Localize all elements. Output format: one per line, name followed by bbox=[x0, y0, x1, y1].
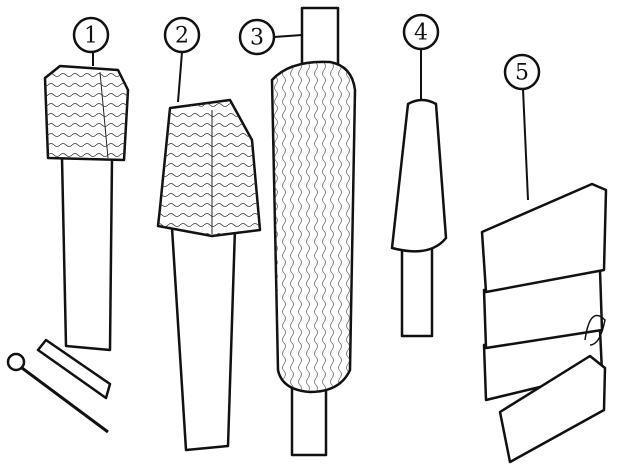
callout-label: 4 bbox=[414, 21, 428, 46]
part-1-mallet-head-with-shaft bbox=[43, 64, 130, 352]
callout-5: 5 bbox=[503, 53, 541, 201]
part-2-tapered-head-with-shaft bbox=[156, 98, 262, 452]
part-5-stacked-blocks bbox=[480, 182, 608, 464]
wedge-small bbox=[36, 338, 112, 400]
callout-label: 1 bbox=[84, 24, 98, 49]
callout-3: 3 bbox=[238, 18, 303, 56]
callout-label: 3 bbox=[250, 26, 264, 51]
part-4-tapered-peg bbox=[390, 98, 448, 338]
artist-signature bbox=[584, 314, 606, 346]
callout-2: 2 bbox=[163, 16, 201, 103]
callout-4: 4 bbox=[402, 13, 440, 100]
pin-with-ring bbox=[6, 352, 109, 434]
callout-label: 5 bbox=[515, 61, 529, 86]
callout-1: 1 bbox=[72, 16, 110, 66]
part-3-roller bbox=[270, 6, 357, 457]
callout-label: 2 bbox=[175, 24, 189, 49]
